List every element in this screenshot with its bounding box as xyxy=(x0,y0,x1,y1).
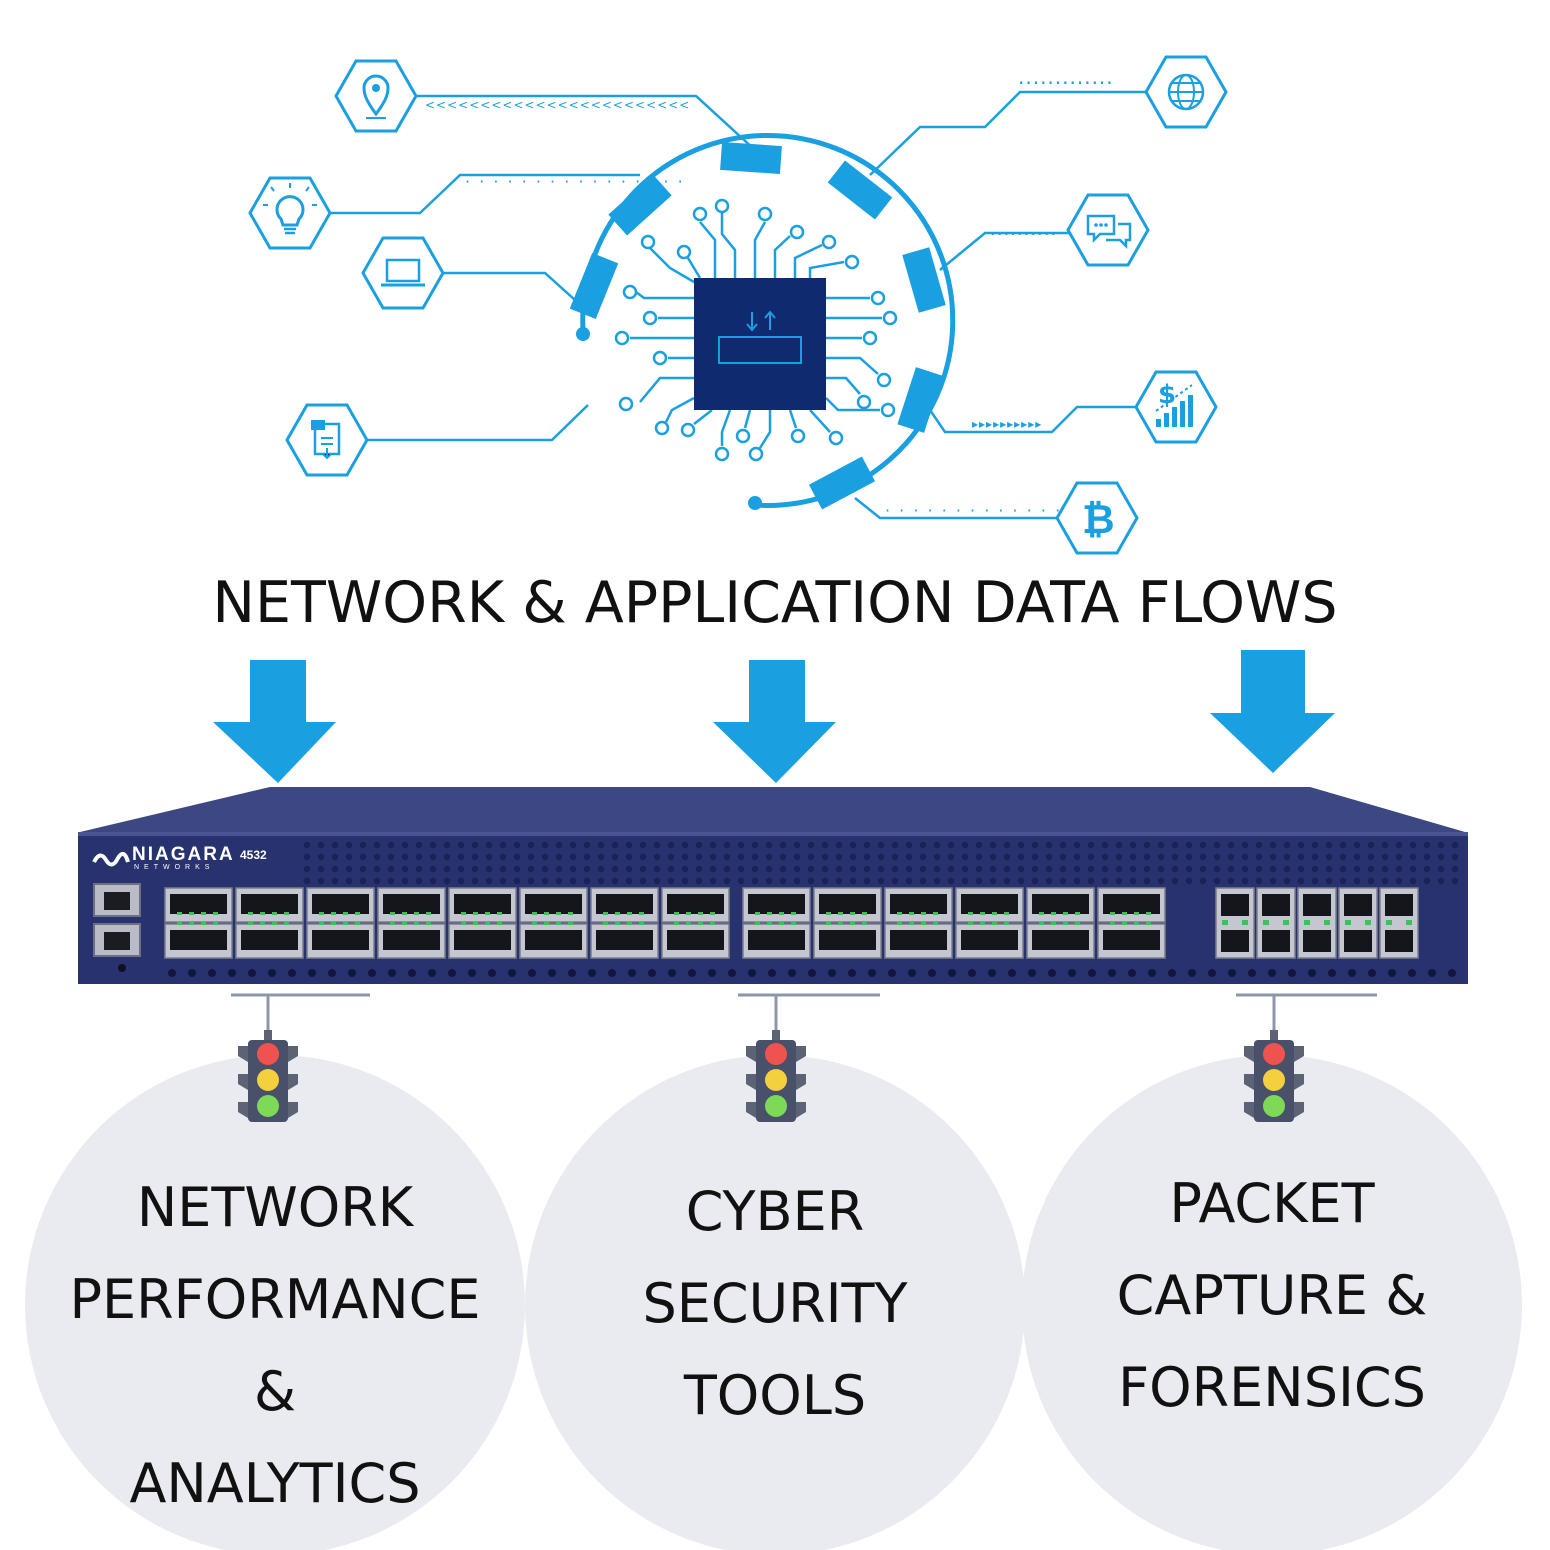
bitcoin-icon: ₿ xyxy=(1055,481,1139,555)
svg-text:·············: ············· xyxy=(1018,71,1114,95)
label-line: NETWORK xyxy=(136,1176,414,1239)
destination-label-security: CYBER SECURITY TOOLS xyxy=(545,1166,1005,1442)
circuit-hub xyxy=(569,133,956,510)
down-arrow-icon xyxy=(713,660,836,783)
central-chip xyxy=(694,278,826,410)
label-line: TOOLS xyxy=(683,1364,867,1427)
destination-circle-security xyxy=(525,1055,1025,1550)
traffic-light-icon xyxy=(238,1030,298,1122)
brand-name: NIAGARA xyxy=(132,844,235,865)
destination-circle-forensics xyxy=(1022,1055,1522,1550)
transfer-arrows-icon xyxy=(718,310,802,364)
globe-icon xyxy=(1144,55,1228,129)
label-line: CYBER xyxy=(685,1180,865,1243)
brand-subtitle: NETWORKS xyxy=(134,864,215,871)
label-line: PERFORMANCE & xyxy=(69,1268,481,1423)
location-pin-icon xyxy=(334,59,418,133)
qsfp-port-bank xyxy=(164,887,1166,959)
svg-text:$: $ xyxy=(1158,380,1176,410)
lightbulb-icon xyxy=(248,176,332,250)
laptop-icon xyxy=(361,236,445,310)
network-packet-broker-device xyxy=(78,787,1468,984)
traffic-light-icon xyxy=(746,1030,806,1122)
down-arrow-icon xyxy=(1210,650,1335,773)
svg-text:··········: ·········· xyxy=(990,224,1057,245)
niagara-logo-icon xyxy=(92,851,130,867)
label-line: CAPTURE & xyxy=(1116,1264,1428,1327)
svg-text:· · · · · · · · · · · · · · ·: · · · · · · · · · · · · · · · · xyxy=(465,172,685,191)
destination-label-analytics: NETWORK PERFORMANCE & ANALYTICS xyxy=(45,1162,505,1530)
chat-icon xyxy=(1066,193,1150,267)
down-arrow-icon xyxy=(213,660,336,783)
label-line: ANALYTICS xyxy=(129,1452,421,1515)
sfp-port-bank xyxy=(1215,887,1419,959)
svg-text:▸▸▸▸▸▸▸▸▸▸: ▸▸▸▸▸▸▸▸▸▸ xyxy=(972,417,1042,431)
label-line: SECURITY xyxy=(642,1272,908,1335)
svg-text:<<<<<<<<<<<<<<<<<<<<<<<<: <<<<<<<<<<<<<<<<<<<<<<<< xyxy=(425,98,690,112)
flow-arrows xyxy=(213,650,1335,783)
label-line: FORENSICS xyxy=(1118,1356,1426,1419)
management-ports xyxy=(93,883,141,972)
destination-circle-analytics xyxy=(25,1055,525,1550)
headline: NETWORK & APPLICATION DATA FLOWS xyxy=(212,570,1338,636)
dollar-chart-icon: $ xyxy=(1134,370,1218,444)
tap-connectors xyxy=(231,993,1377,1030)
device-model: 4532 xyxy=(240,848,267,862)
connector-lines xyxy=(330,90,1145,520)
traffic-light-icon xyxy=(1244,1030,1304,1122)
document-icon xyxy=(285,403,369,477)
svg-text:₿: ₿ xyxy=(1082,497,1115,543)
destination-label-forensics: PACKET CAPTURE & FORENSICS xyxy=(1042,1158,1502,1434)
label-line: PACKET xyxy=(1169,1172,1375,1235)
